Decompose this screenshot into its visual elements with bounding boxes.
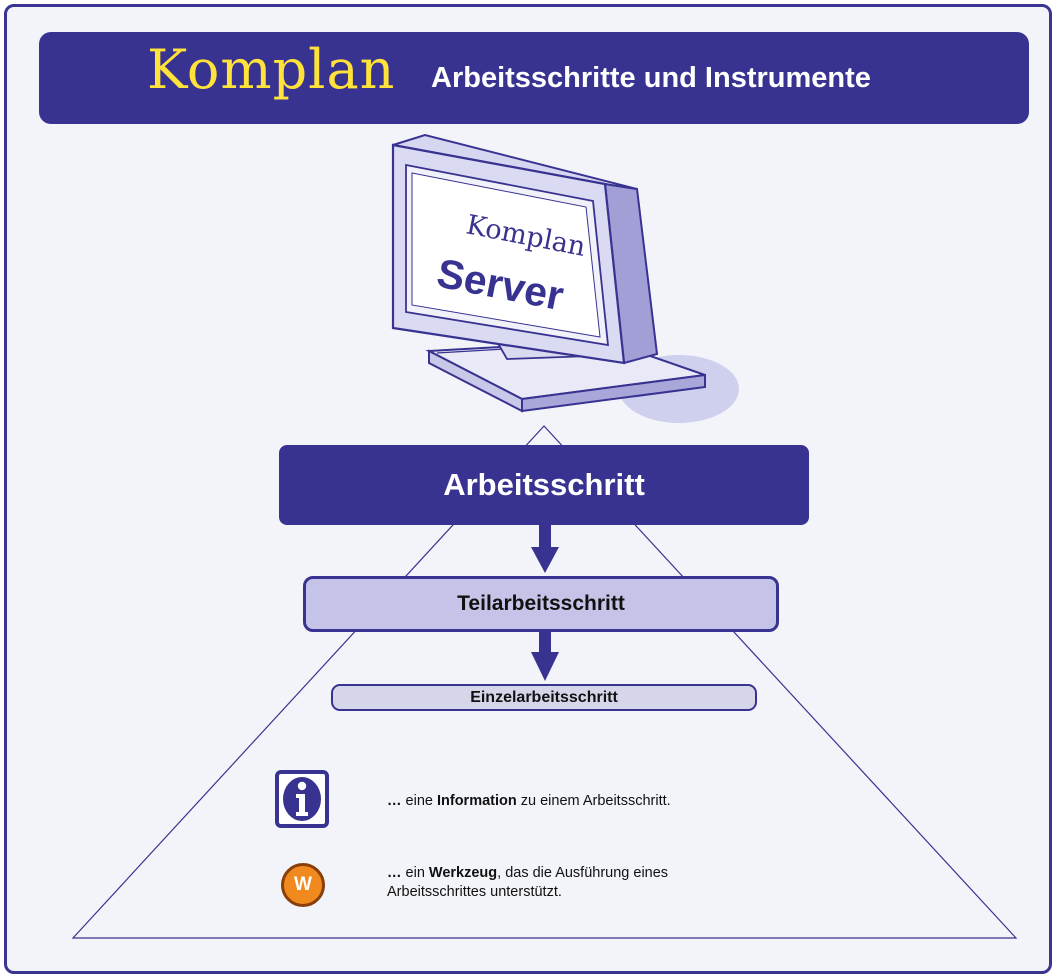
brand-logo: Komplan [147,38,396,101]
info-icon [275,770,329,828]
arrow-substep-to-single [531,629,559,681]
legend-tool-prefix: … [387,865,402,881]
legend-info-bold: Information [436,793,517,809]
legend-tool-bold: Werkzeug [428,865,498,881]
sub-step-box: Teilarbeitsschritt [303,576,779,632]
legend-tool-pre: ein [401,865,429,881]
legend-info-prefix: … [387,793,402,809]
header-bar: Komplan Arbeitsschritte und Instrumente [39,32,1029,124]
legend-tool-text: … ein Werkzeug, das die Ausführung eines… [387,864,747,902]
tool-icon-letter: W [294,874,312,895]
page-title: Arbeitsschritte und Instrumente [431,62,871,94]
work-step-box: Arbeitsschritt [279,445,809,525]
legend-info-post: zu einem Arbeitsschritt. [516,793,671,809]
single-step-label: Einzelarbeitsschritt [470,688,618,706]
legend-info-text: … eine Information zu einem Arbeitsschri… [387,792,671,811]
legend-info-pre: eine [401,793,437,809]
pyramid-outline [71,425,1018,939]
legend-tool-post: , das die Ausführung eines Arbeitsschrit… [387,865,669,900]
diagram-canvas: Komplan Server [71,133,1018,939]
single-step-box: Einzelarbeitsschritt [331,684,757,711]
slide-frame: Komplan Arbeitsschritte und Instrumente [4,4,1052,974]
tool-icon: W [281,863,325,907]
work-step-label: Arbeitsschritt [443,467,645,502]
server-monitor-illustration: Komplan Server [391,133,739,423]
sub-step-label: Teilarbeitsschritt [457,592,625,615]
arrow-step-to-substep [531,522,559,573]
